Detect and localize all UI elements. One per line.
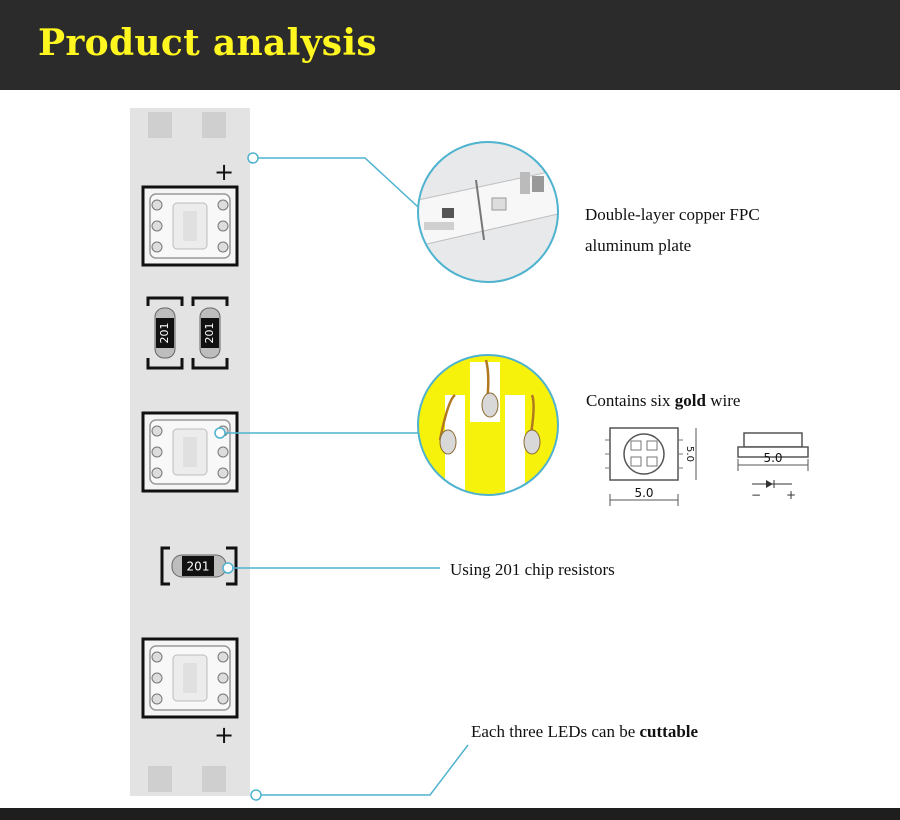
callout-dot <box>214 427 226 439</box>
copper-pad <box>148 112 172 138</box>
side-width-dim: 5.0 <box>763 451 782 465</box>
led-chip <box>141 185 239 267</box>
copper-pad <box>148 766 172 792</box>
resistor-marking: 201 <box>203 323 216 344</box>
copper-pad <box>202 766 226 792</box>
callout-line-fpc <box>253 157 431 219</box>
page-title: Product analysis <box>38 22 377 64</box>
front-height-dim: 5.0 <box>684 446 695 462</box>
fpc-label-line2: aluminum plate <box>585 236 692 255</box>
callout-dot <box>222 562 234 574</box>
gold-wire-label-bold: gold <box>674 391 706 410</box>
resistor-marking: 201 <box>158 323 171 344</box>
fpc-magnifier <box>417 141 559 283</box>
resistor-marking: 201 <box>187 560 210 574</box>
polarity-plus: + <box>786 488 796 502</box>
callout-dot <box>247 152 259 164</box>
led-front-view-drawing: 5.0 5.0 <box>605 427 697 506</box>
plus-sign-top: + <box>214 158 234 186</box>
chip-resistor-horizontal: 201 <box>160 546 238 586</box>
cuttable-label-prefix: Each three LEDs can be <box>471 722 640 741</box>
front-width-dim: 5.0 <box>634 486 653 500</box>
header-bar: Product analysis <box>0 0 900 90</box>
polarity-minus: − <box>751 488 761 502</box>
gold-wire-magnifier <box>417 354 559 496</box>
gold-wire-label-suffix: wire <box>705 391 741 410</box>
gold-wire-label: Contains six gold wire <box>586 391 740 411</box>
copper-pad <box>202 112 226 138</box>
callout-line-cut <box>256 744 469 796</box>
callout-dots <box>214 152 262 801</box>
chip-resistor-vertical: 201 <box>191 296 229 370</box>
led-chip <box>141 411 239 493</box>
led-strip: + + <box>130 108 250 796</box>
gold-wire-label-prefix: Contains six <box>586 391 675 410</box>
fpc-label-line1: Double-layer copper FPC <box>585 205 760 224</box>
footer-bar <box>0 808 900 820</box>
cuttable-label-bold: cuttable <box>639 722 699 741</box>
led-chip <box>141 637 239 719</box>
plus-sign-bottom: + <box>214 721 234 749</box>
led-side-view-drawing: 5.0 − + <box>737 432 809 502</box>
cuttable-label: Each three LEDs can be cuttable <box>471 722 698 742</box>
callout-dot <box>250 789 262 801</box>
resistor-label: Using 201 chip resistors <box>450 560 615 579</box>
callout-lines <box>220 157 469 796</box>
chip-resistor-vertical: 201 <box>146 296 184 370</box>
